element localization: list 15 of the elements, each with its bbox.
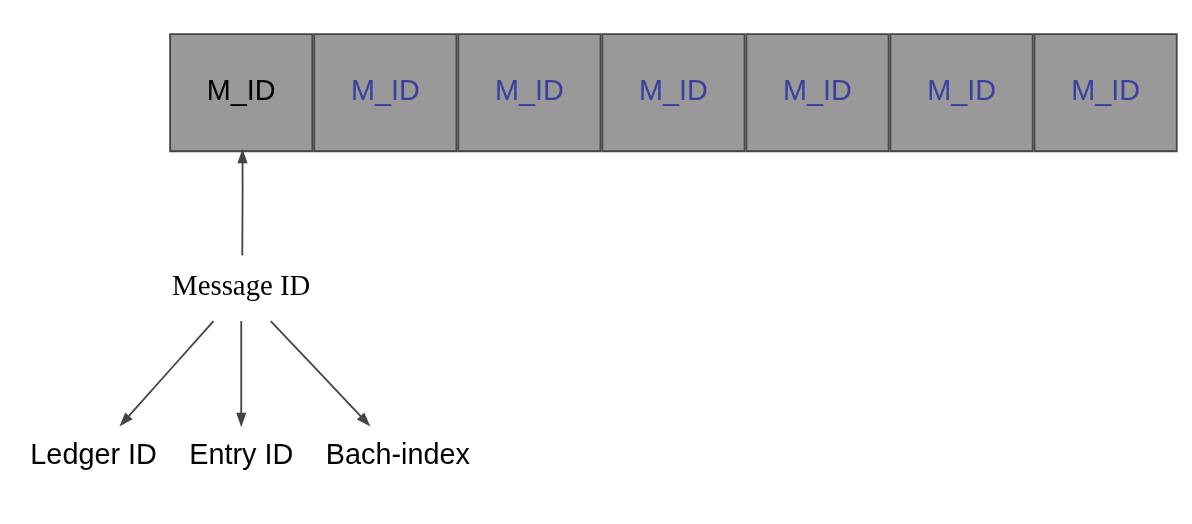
node-text: Ledger ID xyxy=(30,438,157,471)
node-text: Message ID xyxy=(172,268,311,301)
arrow xyxy=(237,148,248,257)
node-box: M_ID xyxy=(745,33,890,153)
node-box: M_ID xyxy=(1033,33,1178,153)
arrow xyxy=(119,320,215,427)
node-box: M_ID xyxy=(313,33,458,153)
node-text: Entry ID xyxy=(189,438,294,471)
node-box: M_ID xyxy=(889,33,1034,153)
arrow xyxy=(236,320,247,428)
node-box: M_ID xyxy=(601,33,746,153)
arrow xyxy=(269,320,371,427)
node-text: Bach-index xyxy=(325,438,470,471)
node-box: M_ID xyxy=(457,33,602,153)
node-box: M_ID xyxy=(169,33,314,153)
